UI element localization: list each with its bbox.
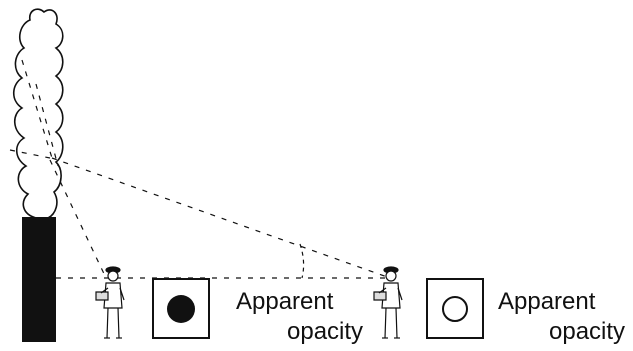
sight-line-diag (21, 59, 53, 159)
apparent-label-near: Apparent (236, 288, 334, 315)
sight-line-diag2 (35, 83, 59, 167)
observer-person-icon (95, 266, 125, 339)
sight-lines (9, 59, 391, 279)
angle-arc (299, 243, 305, 279)
opacity-label-far: opacity (549, 318, 626, 345)
sight-line-far (51, 157, 391, 279)
smokestack-icon (22, 217, 56, 342)
dark-opacity-indicator-icon (152, 278, 210, 339)
apparent-label-far: Apparent (498, 288, 596, 315)
observer-person-icon (373, 266, 403, 339)
sight-line-near (49, 159, 107, 279)
opacity-label-near: opacity (287, 318, 364, 345)
light-opacity-indicator-icon (426, 278, 484, 339)
smoke-plume-icon (12, 8, 64, 219)
